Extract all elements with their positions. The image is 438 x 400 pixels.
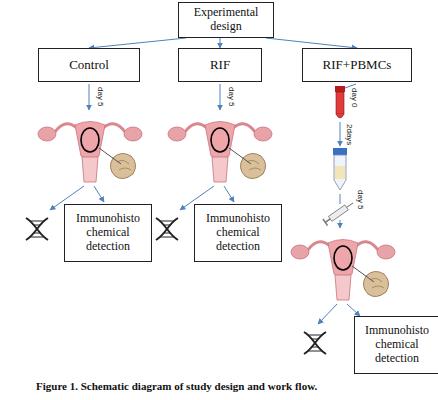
day-label: day 5 <box>356 190 364 210</box>
day-label: 2days <box>345 124 353 145</box>
node-text: Experimental design <box>179 6 273 34</box>
day-label: day 0 <box>350 88 358 108</box>
result-box: Immunohisto chemical detection <box>64 204 152 262</box>
result-box: Immunohisto chemical detection <box>354 316 438 374</box>
node-text: Immunohisto chemical detection <box>195 212 281 253</box>
flow-arrow <box>266 38 357 48</box>
node-text: Immunohisto chemical detection <box>65 212 151 253</box>
node-text: Control <box>69 58 109 73</box>
group-box: RIF+PBMCs <box>302 48 412 82</box>
node-text: RIF <box>210 58 230 73</box>
result-box: Immunohisto chemical detection <box>194 204 282 262</box>
title-box: Experimental design <box>178 2 274 38</box>
flow-arrow <box>89 38 186 48</box>
figure-caption: Figure 1. Schematic diagram of study des… <box>36 380 317 392</box>
day-label: day 5 <box>227 87 235 107</box>
group-box: Control <box>38 48 140 82</box>
group-box: RIF <box>178 48 262 82</box>
flow-arrow <box>220 38 221 48</box>
day-label: day 5 <box>96 87 104 107</box>
node-text: RIF+PBMCs <box>323 58 392 73</box>
node-text: Immunohisto chemical detection <box>355 324 438 365</box>
